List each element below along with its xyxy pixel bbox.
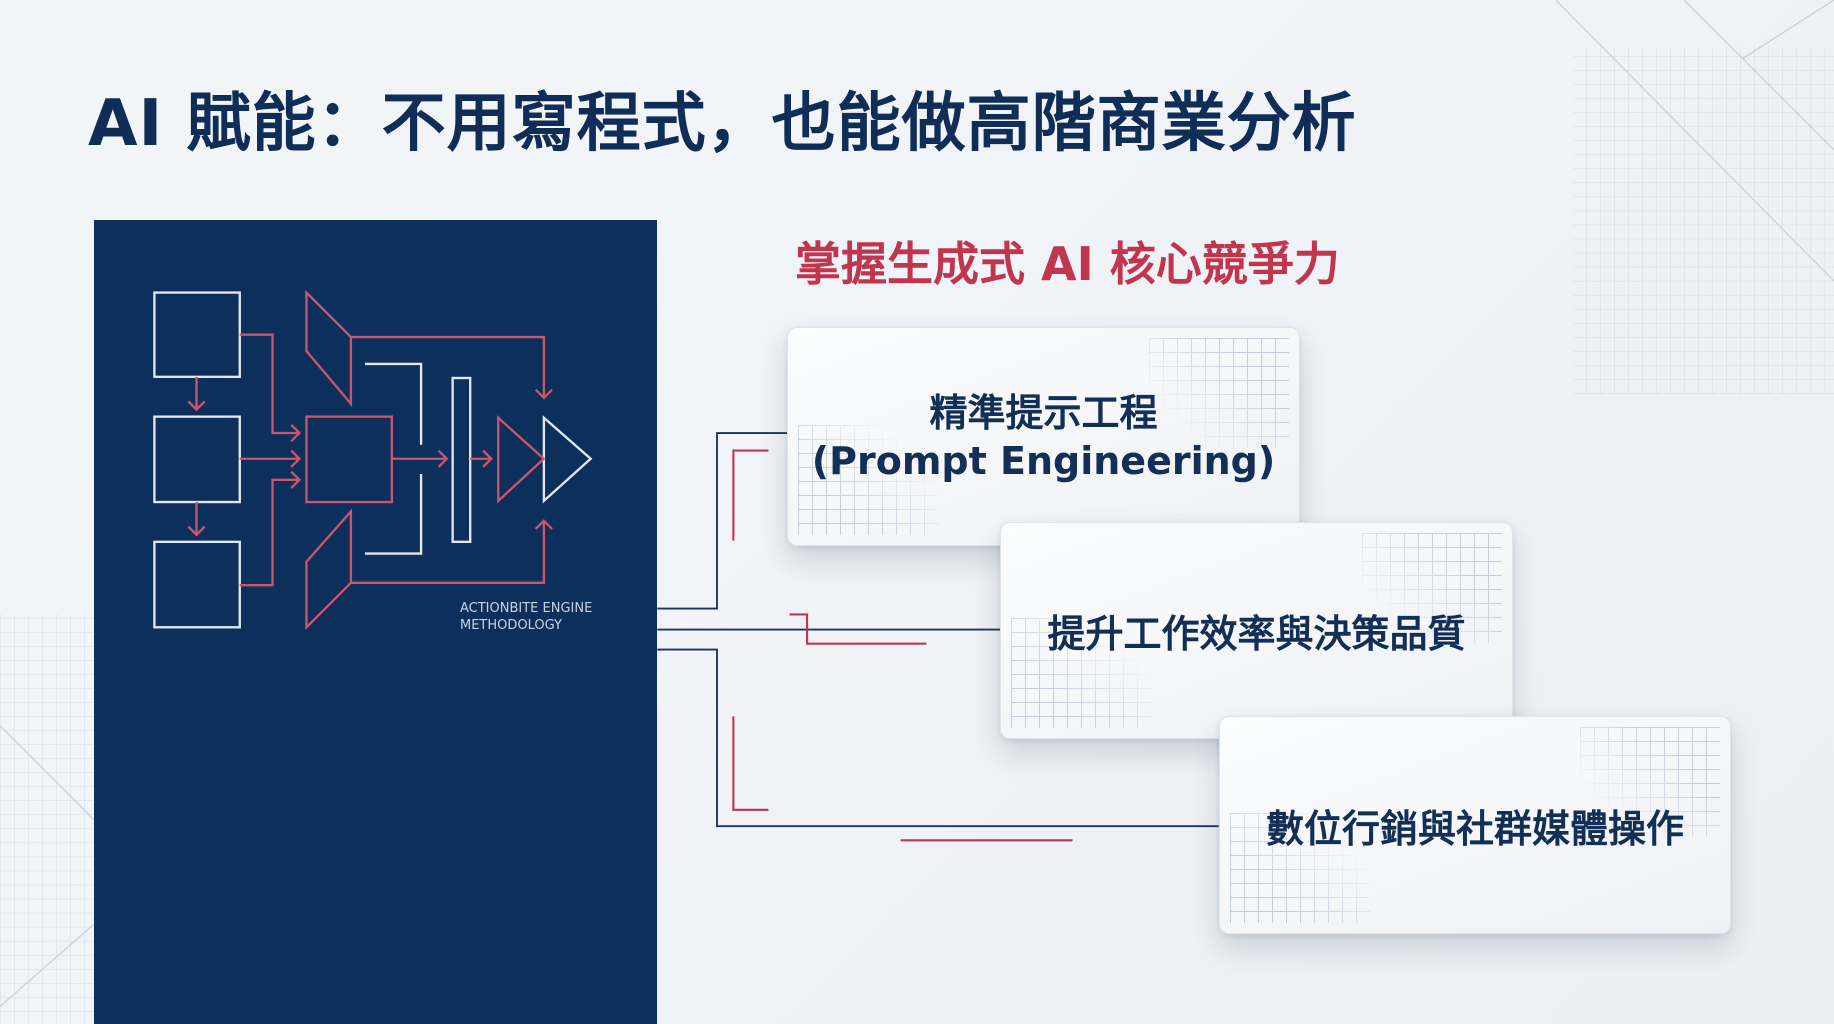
card-prompt-engineering: 精準提示工程 (Prompt Engineering) xyxy=(787,327,1300,546)
card-digital-marketing: 數位行銷與社群媒體操作 xyxy=(1219,716,1731,934)
input-box-1 xyxy=(153,291,241,379)
grid-decoration xyxy=(1580,727,1720,837)
filter-bar xyxy=(451,376,472,544)
card-title: 精準提示工程 xyxy=(929,390,1158,435)
methodology-caption: ACTIONBITE ENGINE METHODOLOGY xyxy=(460,600,592,634)
methodology-diagram xyxy=(153,289,593,631)
grid-decoration xyxy=(1362,533,1502,643)
grid-decoration xyxy=(1149,338,1289,448)
section-subtitle: 掌握生成式 AI 核心競爭力 xyxy=(795,237,1340,291)
grid-decoration xyxy=(798,425,938,535)
grid-decoration xyxy=(1011,618,1151,728)
card-title: 數位行銷與社群媒體操作 xyxy=(1265,806,1684,851)
card-title: 提升工作效率與決策品質 xyxy=(1047,612,1466,656)
input-box-2 xyxy=(153,415,241,504)
corner-grid-top-right xyxy=(1555,0,1834,395)
input-box-3 xyxy=(153,540,241,629)
connector-to-card-3 xyxy=(657,648,1219,828)
caption-line-2: METHODOLOGY xyxy=(460,618,563,633)
card-subtitle: (Prompt Engineering) xyxy=(811,438,1276,483)
grid-decoration xyxy=(1230,813,1370,923)
methodology-panel xyxy=(94,220,657,1024)
page-title: AI 賦能：不用寫程式，也能做高階商業分析 xyxy=(88,87,1357,161)
corner-grid-bottom-left xyxy=(0,614,95,1024)
process-box xyxy=(305,415,393,504)
output-triangle xyxy=(542,415,593,504)
card-efficiency: 提升工作效率與決策品質 xyxy=(1000,522,1513,739)
caption-line-1: ACTIONBITE ENGINE xyxy=(460,601,593,616)
connector-to-card-1 xyxy=(657,432,788,610)
